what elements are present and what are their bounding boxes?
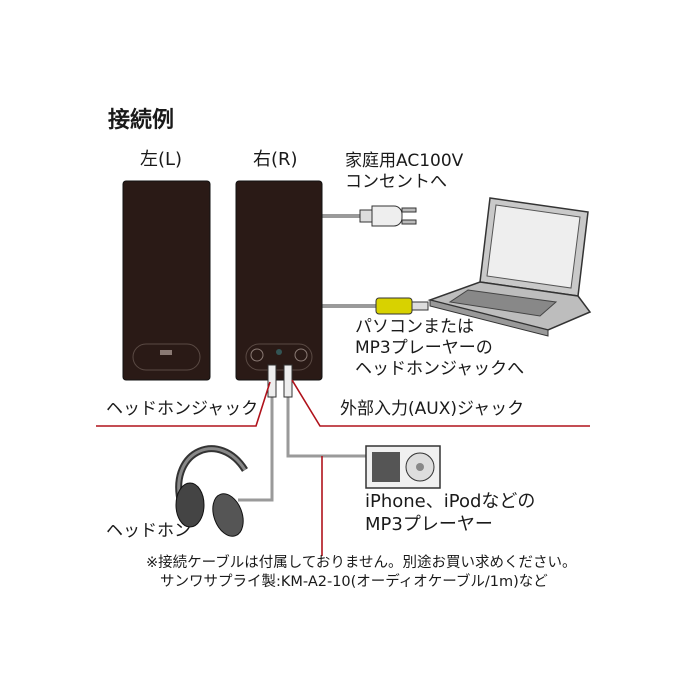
left-speaker-label: 左(L) — [140, 149, 183, 170]
headphone-jack-label: ヘッドホンジャック — [106, 399, 259, 419]
pc-label-line3: ヘッドホンジャックへ — [355, 359, 525, 379]
aux-jack-label: 外部入力(AUX)ジャック — [340, 399, 525, 419]
mp3-player-icon — [365, 445, 441, 489]
player-cable — [286, 395, 366, 458]
headphones-label: ヘッドホン — [106, 521, 191, 541]
laptop-icon — [427, 197, 592, 337]
power-label-line2: コンセントへ — [345, 172, 447, 192]
headphones-icon — [175, 445, 248, 537]
audio-plug-icon — [375, 297, 429, 315]
headphone-cable — [238, 395, 274, 502]
power-plug-icon — [359, 205, 417, 227]
player-label-line1: iPhone、iPodなどの — [365, 491, 536, 512]
player-label-line2: MP3プレーヤー — [365, 514, 493, 535]
page-title: 接続例 — [108, 108, 175, 133]
left-speaker — [122, 180, 211, 381]
note-line1: ※接続ケーブルは付属しておりません。別途お買い求めください。 — [146, 555, 577, 571]
power-label-line1: 家庭用AC100V — [345, 151, 464, 171]
pc-label-line2: MP3プレーヤーの — [355, 338, 493, 358]
right-speaker — [235, 180, 323, 381]
callout-lines — [96, 379, 590, 556]
right-speaker-label: 右(R) — [253, 149, 298, 170]
pc-label-line1: パソコンまたは — [355, 317, 474, 337]
note-line2: サンワサプライ製:KM-A2-10(オーディオケーブル/1m)など — [160, 574, 548, 590]
